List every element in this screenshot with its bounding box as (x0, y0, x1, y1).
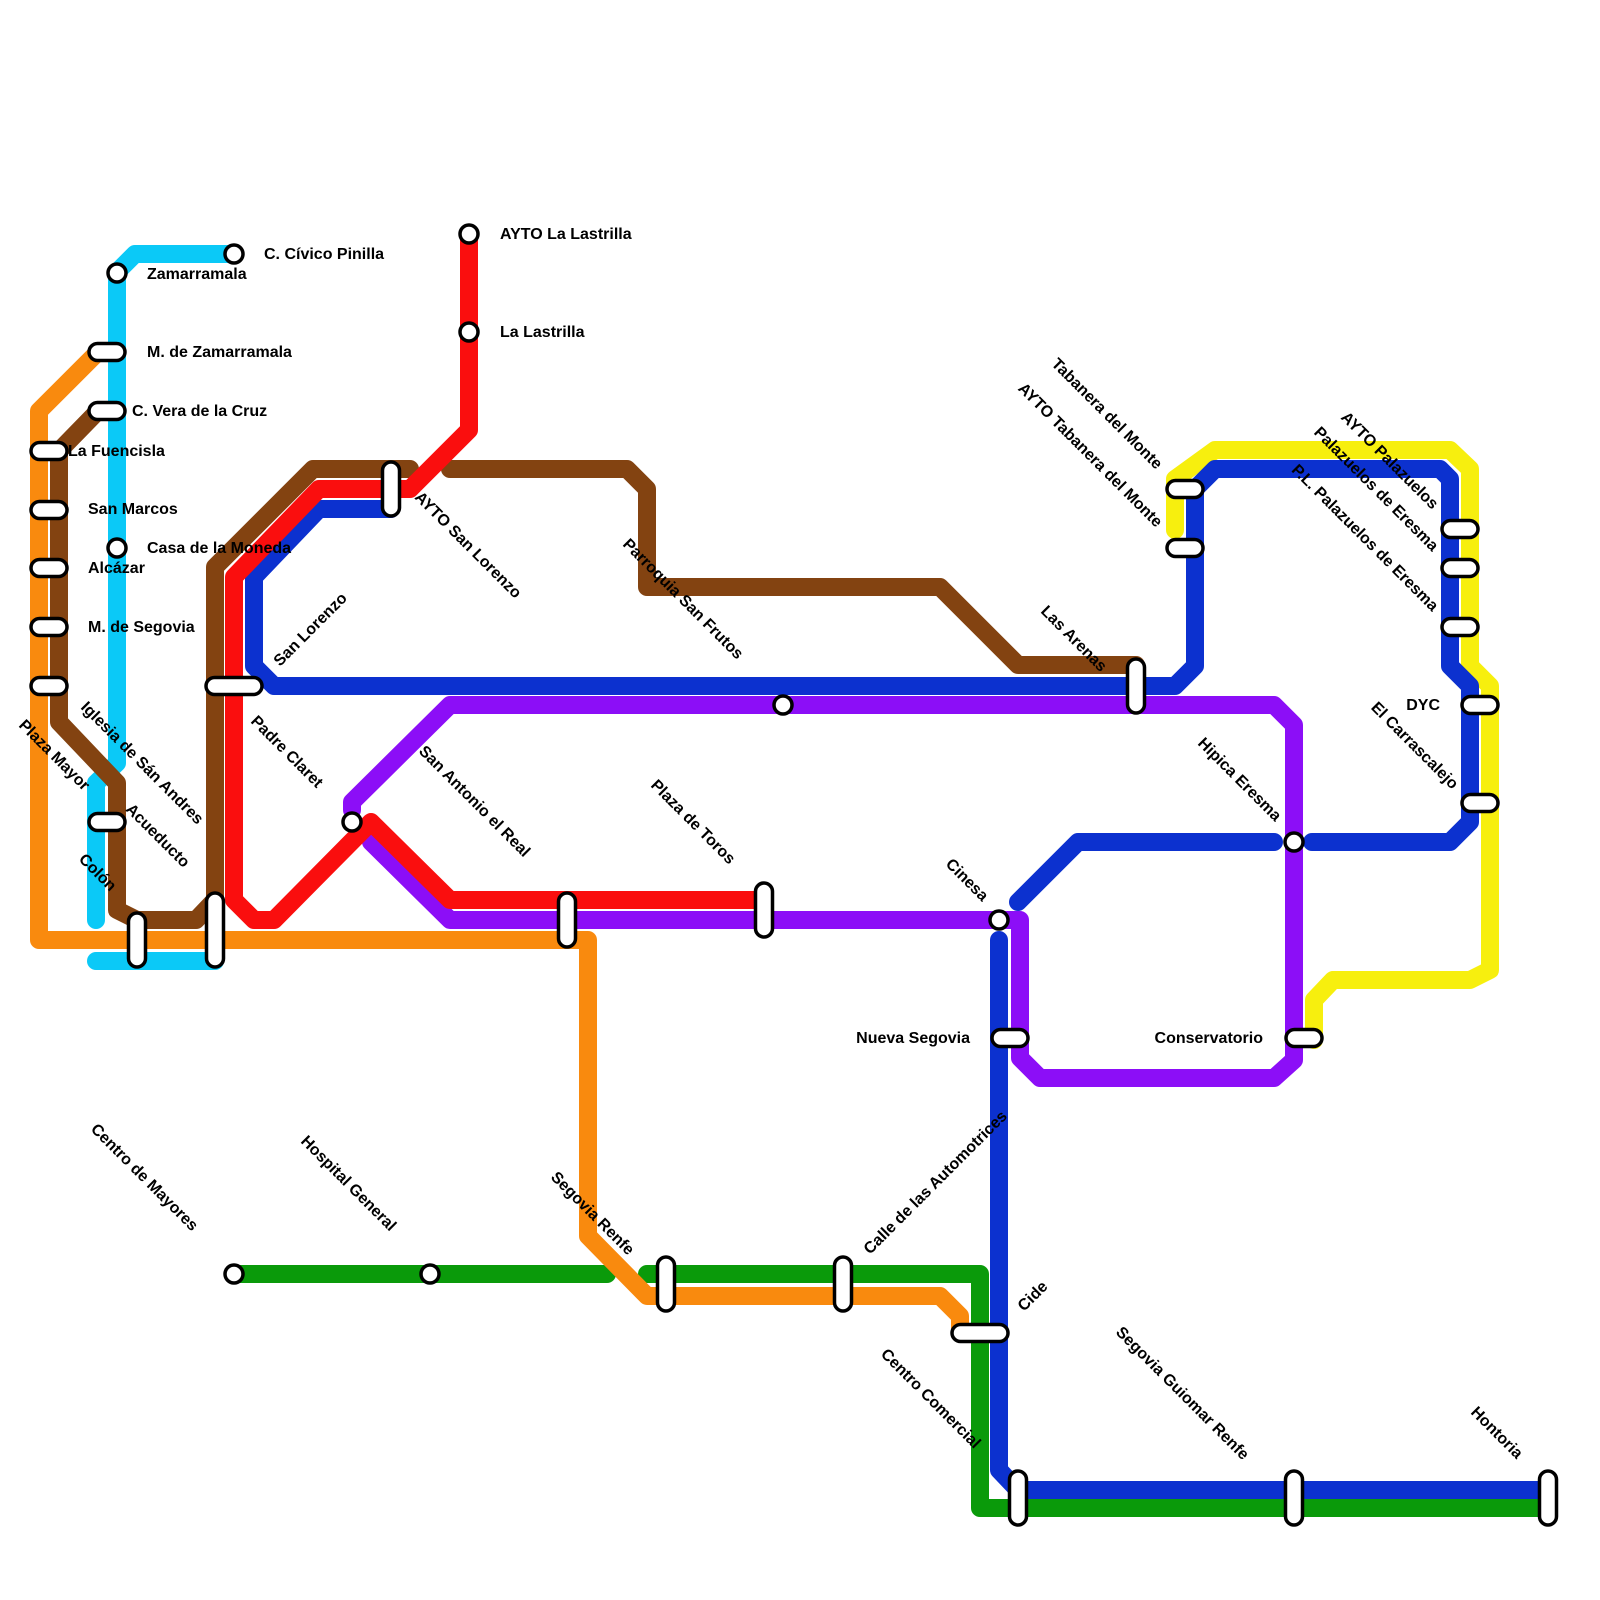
station-label[interactable]: Segovia Guiomar Renfe (1112, 1324, 1252, 1464)
station-markers (29, 223, 1559, 1527)
station-marker[interactable] (458, 223, 480, 245)
station-label[interactable]: Parroquia San Frutos (619, 536, 746, 663)
station-label[interactable]: Centro de Mayores (87, 1121, 201, 1235)
station-label[interactable]: Hospital General (297, 1133, 399, 1235)
station-marker[interactable] (1440, 518, 1480, 540)
station-marker[interactable] (223, 243, 245, 265)
station-label[interactable]: Casa de la Moneda (147, 540, 291, 557)
station-label[interactable]: Padre Claret (247, 713, 326, 792)
station-marker[interactable] (950, 1322, 1010, 1344)
station-marker[interactable] (1165, 537, 1205, 559)
station-label[interactable]: Cide (1015, 1278, 1052, 1315)
station-marker[interactable] (223, 1263, 245, 1285)
station-label[interactable]: AYTO La Lastrilla (500, 226, 632, 243)
station-label[interactable]: M. de Zamarramala (147, 344, 292, 361)
line-brown[interactable] (441, 460, 1145, 674)
station-marker[interactable] (988, 909, 1010, 931)
station-label[interactable]: Plaza de Toros (647, 777, 738, 868)
station-marker[interactable] (753, 881, 775, 939)
station-label[interactable]: AYTO San Lorenzo (411, 489, 524, 602)
station-marker[interactable] (556, 891, 578, 949)
station-marker[interactable] (1440, 616, 1480, 638)
station-marker[interactable] (204, 891, 226, 969)
station-marker[interactable] (1460, 694, 1500, 716)
station-marker[interactable] (87, 341, 127, 363)
route-lines (30, 225, 1554, 1517)
station-marker[interactable] (1440, 557, 1480, 579)
station-marker[interactable] (126, 911, 148, 969)
station-label[interactable]: Centro Comercial (877, 1346, 983, 1452)
station-marker[interactable] (87, 400, 127, 422)
station-marker[interactable] (29, 616, 69, 638)
station-label[interactable]: C. Vera de la Cruz (132, 403, 267, 420)
station-marker[interactable] (1165, 478, 1205, 500)
station-marker[interactable] (832, 1255, 854, 1313)
station-label[interactable]: La Fuencisla (68, 443, 165, 460)
station-label[interactable]: Calle de las Automotrices (861, 1108, 1011, 1258)
station-label[interactable]: Tabanera del Monte (1048, 355, 1165, 472)
station-marker[interactable] (87, 811, 127, 833)
line-blue[interactable] (990, 931, 1554, 1499)
station-marker[interactable] (1125, 657, 1147, 715)
station-label[interactable]: San Marcos (88, 501, 178, 518)
station-marker[interactable] (1537, 1469, 1559, 1527)
station-marker[interactable] (1460, 792, 1500, 814)
station-label[interactable]: Zamarramala (147, 266, 247, 283)
station-label[interactable]: Hontoria (1467, 1404, 1526, 1463)
station-label[interactable]: C. Cívico Pinilla (264, 246, 384, 263)
station-marker[interactable] (1284, 1027, 1324, 1049)
line-orange[interactable] (30, 343, 969, 1342)
station-marker[interactable] (1283, 1469, 1305, 1527)
station-marker[interactable] (106, 262, 128, 284)
line-red[interactable] (225, 225, 773, 929)
station-marker[interactable] (380, 460, 402, 518)
station-label[interactable]: Cinesa (942, 856, 991, 905)
line-blue[interactable] (1009, 833, 1283, 911)
station-label[interactable]: Nueva Segovia (856, 1030, 970, 1047)
station-label[interactable]: San Antonio el Real (415, 743, 533, 861)
station-label[interactable]: San Lorenzo (271, 590, 351, 670)
station-marker[interactable] (458, 321, 480, 343)
station-marker[interactable] (29, 440, 69, 462)
station-marker[interactable] (106, 537, 128, 559)
station-marker[interactable] (772, 694, 794, 716)
line-cyan[interactable] (87, 245, 243, 929)
station-label[interactable]: Alcázar (88, 560, 145, 577)
station-marker[interactable] (419, 1263, 441, 1285)
station-marker[interactable] (29, 675, 69, 697)
station-marker[interactable] (655, 1255, 677, 1313)
station-label[interactable]: M. de Segovia (88, 619, 195, 636)
line-purple[interactable] (343, 696, 1303, 1087)
line-green[interactable] (638, 1265, 1554, 1517)
station-label[interactable]: DYC (1406, 697, 1440, 714)
station-label[interactable]: Hipica Eresma (1194, 735, 1284, 825)
station-marker[interactable] (29, 557, 69, 579)
station-label[interactable]: La Lastrilla (500, 324, 585, 341)
station-marker[interactable] (341, 811, 363, 833)
station-marker[interactable] (1283, 831, 1305, 853)
station-marker[interactable] (204, 675, 264, 697)
station-marker[interactable] (990, 1027, 1030, 1049)
station-marker[interactable] (29, 499, 69, 521)
line-yellow[interactable] (1166, 441, 1499, 1049)
station-marker[interactable] (1007, 1469, 1029, 1527)
line-blue[interactable] (245, 460, 1479, 851)
station-label[interactable]: Conservatorio (1155, 1030, 1264, 1047)
